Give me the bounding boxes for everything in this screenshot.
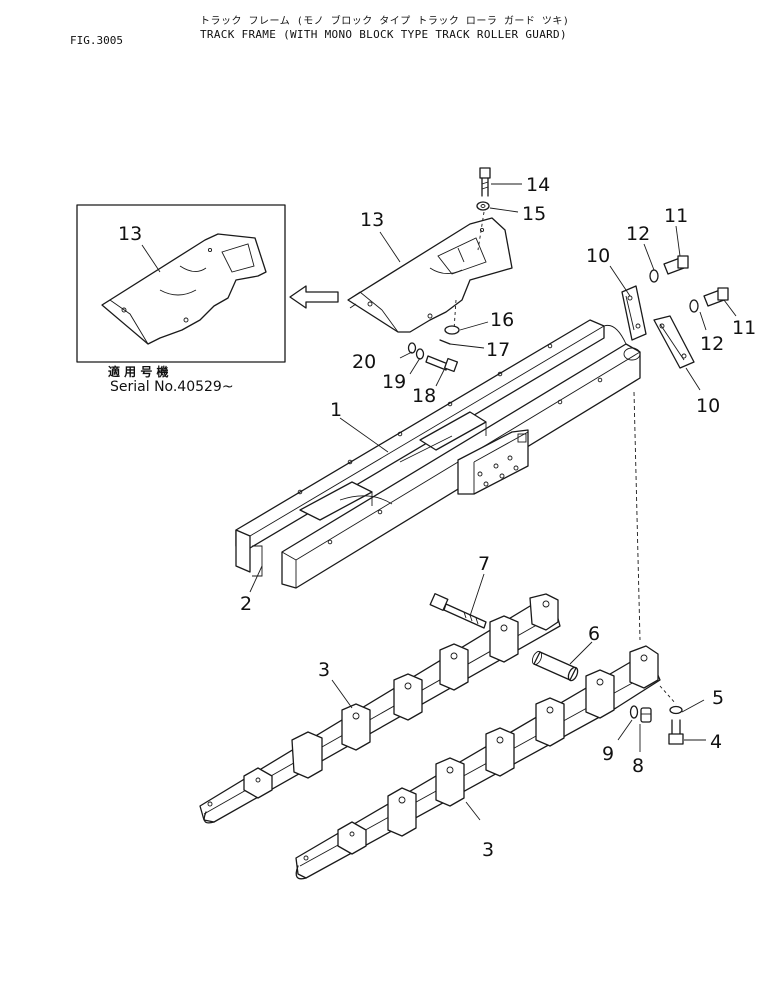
callout-20: 20 (352, 351, 376, 373)
callout-6: 6 (588, 623, 600, 645)
callout-11-upper: 11 (664, 205, 688, 227)
bolt-11-upper (649, 255, 689, 283)
roller-guard-3-upper (199, 593, 561, 824)
callout-1: 1 (330, 399, 342, 421)
track-frame-1 (235, 319, 641, 589)
callout-14: 14 (526, 174, 550, 196)
applicability-label: 適 用 号 機 (108, 364, 169, 379)
serial-note: Serial No.40529~ (110, 379, 234, 395)
bracket-10-lower (653, 315, 695, 369)
cover-13 (347, 217, 513, 333)
washer-20 (407, 342, 417, 354)
callout-16: 16 (490, 309, 514, 331)
pin-17 (439, 339, 451, 345)
inset-box: 13 (76, 204, 286, 363)
callout-4: 4 (710, 731, 722, 753)
washer-9 (629, 705, 639, 719)
washer-12-lower (689, 299, 699, 313)
nut-16 (444, 325, 460, 335)
callout-15: 15 (522, 203, 546, 225)
bolt-14 (479, 167, 491, 197)
bolt-set-18 (407, 342, 459, 373)
callout-19: 19 (382, 371, 406, 393)
spacer-6 (531, 650, 579, 682)
callout-10-lower: 10 (696, 395, 720, 417)
washer-15 (476, 201, 490, 211)
callout-12-upper: 12 (626, 223, 650, 245)
bracket-10-upper (621, 285, 647, 341)
title-english: TRACK FRAME (WITH MONO BLOCK TYPE TRACK … (200, 28, 567, 41)
callout-8: 8 (632, 755, 644, 777)
callout-10-upper: 10 (586, 245, 610, 267)
figure-number: FIG.3005 (70, 34, 123, 47)
callout-numbers: 14 15 13 16 17 20 19 18 10 12 11 11 12 1… (240, 174, 756, 861)
bolt-11-lower (689, 287, 729, 313)
inset-arrow (289, 285, 339, 309)
callout-13: 13 (360, 209, 384, 231)
callout-18: 18 (412, 385, 436, 407)
callout-11-lower: 11 (732, 317, 756, 339)
callout-5: 5 (712, 687, 724, 709)
washer-12-upper (649, 269, 659, 283)
nut-8 (640, 707, 652, 723)
leader-lines (249, 183, 737, 821)
callout-17: 17 (486, 339, 510, 361)
washer-5 (669, 705, 683, 715)
long-bolt-7 (429, 593, 487, 629)
callout-3-upper: 3 (318, 659, 330, 681)
bolt-4 (668, 719, 684, 745)
callout-3-lower: 3 (482, 839, 494, 861)
callout-2: 2 (240, 593, 252, 615)
callout-9: 9 (602, 743, 614, 765)
callout-12-lower: 12 (700, 333, 724, 355)
inset-callout-13: 13 (118, 223, 142, 245)
washer-19 (415, 348, 425, 360)
callout-7: 7 (478, 553, 490, 575)
title-japanese: トラック フレーム (モノ ブロック タイプ トラック ローラ ガード ツキ) (200, 16, 570, 27)
roller-guard-3-lower (295, 645, 661, 880)
